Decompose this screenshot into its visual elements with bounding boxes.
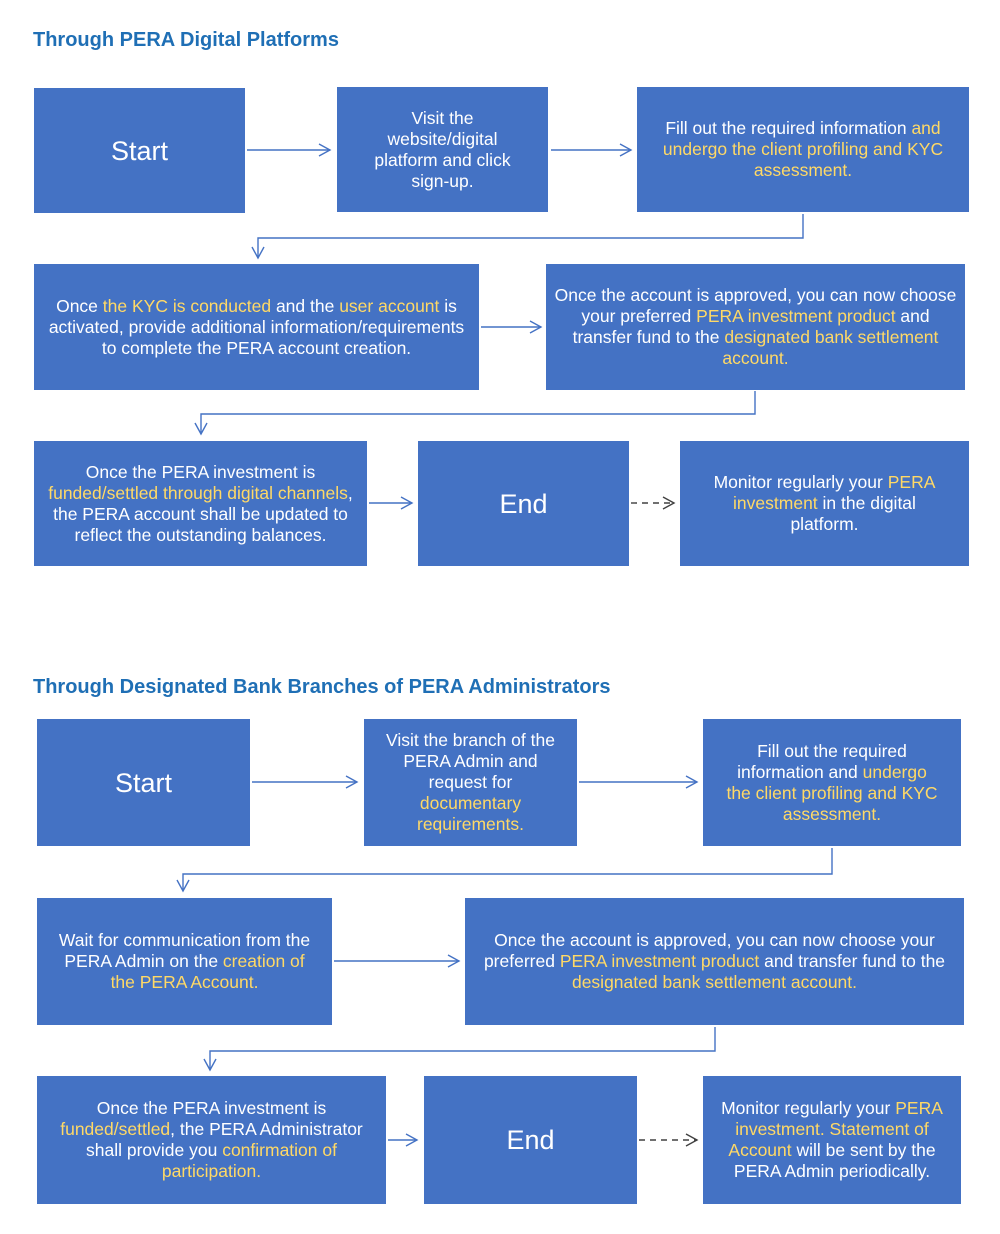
s2-funded-text: Once the PERA investment is funded/settl… (51, 1098, 372, 1182)
s2-approved-text: Once the account is approved, you can no… (477, 930, 952, 993)
highlighted-text: and undergo the client profiling and KYC… (662, 118, 944, 180)
s2-end-box: End (424, 1076, 637, 1204)
section2-heading: Through Designated Bank Branches of PERA… (33, 676, 611, 698)
s2-start-box: Start (37, 719, 250, 846)
s2-monitor-text: Monitor regularly your PERA investment. … (715, 1098, 949, 1182)
highlighted-text: PERA investment product (559, 951, 760, 971)
highlighted-text: undergo the client profiling and KYC ass… (726, 761, 938, 824)
s2-start-label: Start (114, 767, 173, 798)
highlighted-text: confirmation of participation. (161, 1140, 337, 1181)
step-text: Monitor regularly your (713, 472, 888, 492)
step-text: will be sent by the PERA Admin periodica… (733, 1140, 936, 1181)
section1-heading: Through PERA Digital Platforms (33, 29, 339, 51)
highlighted-text: the KYC is conducted (102, 295, 272, 316)
s1-approved-text: Once the account is approved, you can no… (554, 285, 957, 369)
s2-fill-box: Fill out the required information and un… (703, 719, 961, 846)
s1-start-label: Start (110, 135, 169, 166)
highlighted-text: designated bank settlement account. (722, 327, 939, 368)
arrow-s2-approved-to-funded (203, 1027, 716, 1072)
s1-start-box: Start (34, 88, 245, 213)
s1-end-label: End (499, 488, 548, 519)
highlighted-text: funded/settled (60, 1119, 171, 1139)
step-text: Fill out the required information and (737, 740, 907, 782)
step-text: , the PERA account shall be updated to r… (53, 482, 353, 545)
s1-end-box: End (418, 441, 629, 566)
s2-end-label: End (506, 1125, 555, 1155)
s1-kyc-box: Once the KYC is conducted and the user a… (34, 264, 479, 390)
step-text: Wait for communication from the PERA Adm… (58, 930, 311, 971)
arrow-s1-fill-to-kyc (251, 214, 804, 260)
s1-approved-box: Once the account is approved, you can no… (546, 264, 965, 390)
s2-funded-box: Once the PERA investment is funded/settl… (37, 1076, 386, 1204)
s2-fill-text: Fill out the required information and un… (725, 741, 939, 825)
step-text: Fill out the required information (665, 118, 912, 138)
arrow-s2-fill-to-wait (176, 848, 833, 893)
step-text: Once the PERA investment is (85, 461, 316, 482)
step-text: and the (271, 295, 340, 316)
step-text: and transfer fund to the (572, 306, 930, 347)
s1-fill-box: Fill out the required information and un… (637, 87, 969, 212)
s2-wait-text: Wait for communication from the PERA Adm… (55, 930, 314, 993)
s2-approved-box: Once the account is approved, you can no… (465, 898, 964, 1025)
step-text: Monitor regularly your (721, 1098, 896, 1118)
step-text: Once (56, 295, 103, 316)
s1-funded-text: Once the PERA investment is funded/settl… (48, 462, 353, 546)
s1-funded-box: Once the PERA investment is funded/settl… (34, 441, 367, 566)
highlighted-text: funded/settled through digital channels (48, 482, 348, 503)
s2-wait-box: Wait for communication from the PERA Adm… (37, 898, 332, 1025)
s1-monitor-box: Monitor regularly your PERA investment i… (680, 441, 969, 566)
s2-visit-box: Visit the branch of the PERA Admin and r… (364, 719, 577, 846)
s2-visit-text: Visit the branch of the PERA Admin and r… (378, 730, 563, 835)
step-text: Once the account is approved, you can no… (483, 930, 935, 971)
s1-visit-text: Visit the website/digital platform and c… (374, 107, 511, 191)
step-text: is activated, provide additional informa… (48, 295, 465, 358)
highlighted-text: PERA investment. Statement of Account (728, 1098, 943, 1160)
s1-kyc-text: Once the KYC is conducted and the user a… (48, 296, 465, 359)
step-text: and transfer fund to the (759, 951, 946, 971)
highlighted-text: user account (339, 295, 440, 316)
highlighted-text: documentary requirements. (417, 793, 524, 834)
highlighted-text: PERA investment product (696, 306, 896, 326)
s1-visit-box: Visit the website/digital platform and c… (337, 87, 548, 212)
step-text: , the PERA Administrator shall provide y… (86, 1119, 363, 1160)
highlighted-text: PERA investment (733, 472, 936, 513)
s1-monitor-text: Monitor regularly your PERA investment i… (700, 472, 949, 535)
step-text: Once the account is approved, you can no… (554, 285, 957, 326)
arrow-s1-approved-to-funded (194, 391, 756, 436)
step-text: in the digital platform. (790, 493, 916, 534)
s2-monitor-box: Monitor regularly your PERA investment. … (703, 1076, 961, 1204)
step-text: Visit the branch of the PERA Admin and r… (386, 730, 555, 792)
highlighted-text: creation of the PERA Account. (110, 951, 305, 992)
highlighted-text: designated bank settlement account. (571, 972, 858, 992)
s1-fill-text: Fill out the required information and un… (645, 118, 961, 181)
step-text: Once the PERA investment is (96, 1098, 327, 1118)
